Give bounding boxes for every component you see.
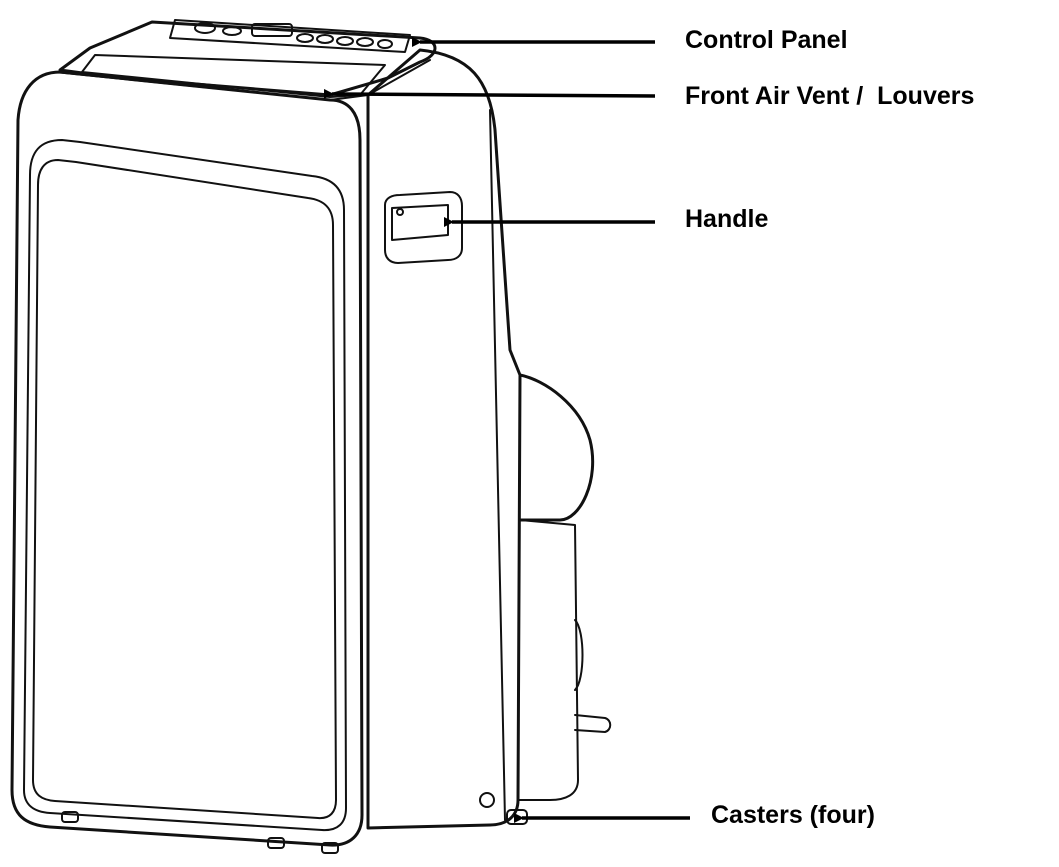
unit-side-panel [366,48,522,830]
front-air-vent [81,54,386,98]
handle-recess-inner [391,204,449,241]
unit-body [10,20,612,847]
control-panel-surface [169,19,411,53]
front-air-vent-leader [323,88,656,99]
drain-outlet [574,714,612,733]
back-connector [574,619,584,691]
control-button [377,39,393,49]
control-button [194,22,216,34]
control-panel-label: Control Panel [685,26,848,54]
control-button [356,37,374,47]
control-button [316,34,334,44]
drain-plug [479,792,495,808]
leader-lines [323,37,690,823]
unit-front-outer [10,70,364,847]
casters-label: Casters (four) [711,801,875,829]
caster [267,837,285,849]
unit-front-inner [23,139,347,832]
control-panel [169,19,411,53]
handle-screw [396,208,404,216]
caster [321,842,339,854]
front-air-vent-label: Front Air Vent / Louvers [685,82,975,110]
side-panel-seam [489,109,506,821]
handle-recess-outer [384,191,463,264]
control-button [296,33,314,43]
vent-louver-panel [81,54,386,98]
handle-label: Handle [685,205,769,233]
caster [61,811,79,823]
control-button [336,36,354,46]
control-button [222,26,242,36]
unit-back-exhaust-housing [518,373,595,522]
side-handle [384,191,463,264]
unit-front-face-panel [32,159,337,820]
control-display [251,23,293,37]
unit-back-lower-housing [517,519,579,801]
